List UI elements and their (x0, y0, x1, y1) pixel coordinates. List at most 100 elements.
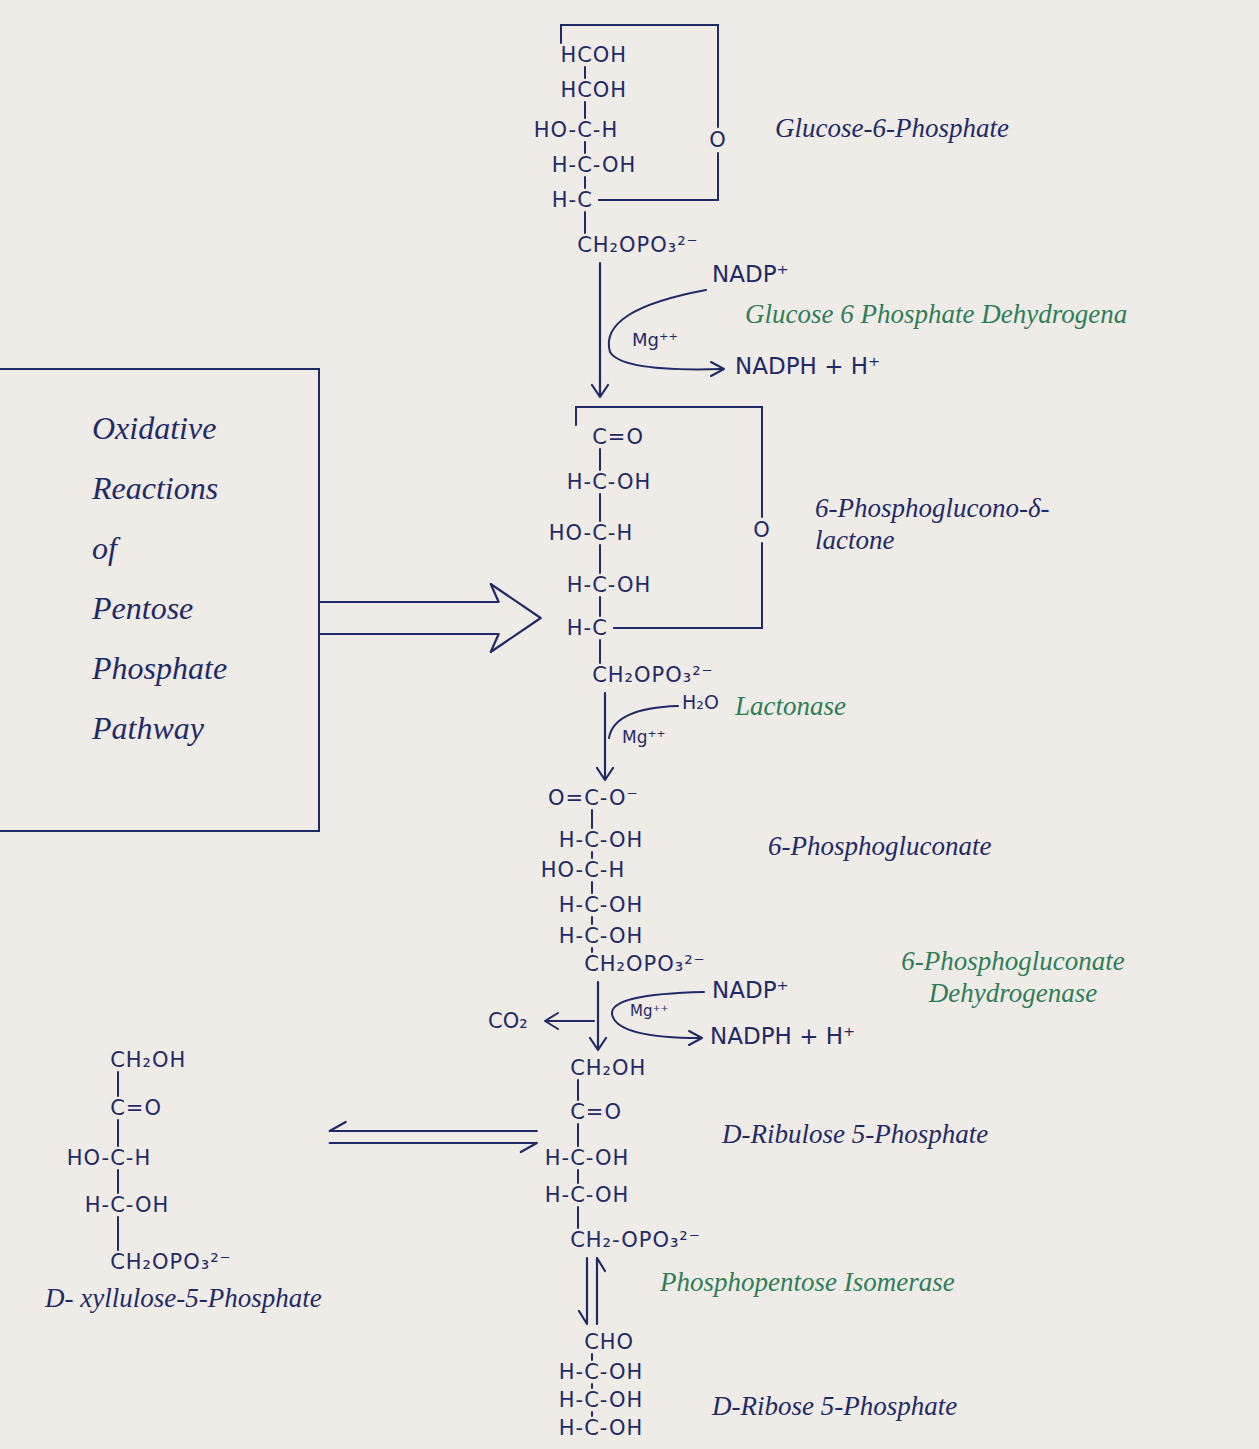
compound-name: D-Ribose 5-Phosphate (712, 1390, 957, 1422)
structure-row: C=O (110, 1098, 162, 1118)
structure-row: H-C-OH (567, 575, 652, 595)
cofactor-arrowhead (711, 362, 724, 376)
structure-row: O=C-O⁻ (548, 788, 639, 808)
cofactor-label: Mg⁺⁺ (632, 330, 678, 350)
single-bond (599, 640, 601, 663)
structure-row: HO-C-H (534, 120, 619, 140)
structure-row: H-C-OH (559, 1418, 644, 1438)
arrow-stroke (330, 1143, 537, 1152)
arrow-stroke (597, 693, 613, 780)
structure-row: HO-C-H (549, 523, 634, 543)
compound-node: C=O H-C-OH HO-C-H H-C-OH H-C CH₂OPO₃²⁻ O 6-Phos… (545, 401, 1109, 689)
single-bond (599, 597, 601, 616)
structure-row: CH₂OPO₃²⁻ (584, 954, 706, 974)
ring-oxygen: O (709, 130, 727, 150)
structure-row: HO-C-H (541, 860, 626, 880)
single-bond (584, 177, 586, 188)
cofactor-label: NADP⁺ (712, 262, 789, 287)
structure-row: HCOH (560, 45, 627, 65)
enzyme-label: Lactonase (735, 690, 846, 722)
structure-row: CH₂OPO₃²⁻ (110, 1252, 232, 1272)
compound-name: D-Ribulose 5-Phosphate (722, 1118, 988, 1150)
single-bond (117, 1072, 119, 1096)
single-bond (591, 852, 593, 858)
single-bond (599, 545, 601, 573)
structure-row: CH₂OH (110, 1050, 186, 1070)
single-bond (591, 1412, 593, 1416)
cofactor-arrowhead (689, 1031, 702, 1045)
compound-name: 6-Phosphogluconate (768, 830, 991, 862)
structure-row: CH₂OH (570, 1058, 646, 1078)
ring-oxygen: O (753, 520, 771, 540)
single-bond (599, 494, 601, 521)
arrow-stroke (592, 263, 608, 397)
single-bond (591, 1354, 593, 1360)
structure-row: H-C-OH (559, 1362, 644, 1382)
process-box: Oxidative Reactions of Pentose Phosphate… (0, 368, 320, 832)
cofactor-label: CO₂ (488, 1010, 528, 1033)
structure-row: CH₂OPO₃²⁻ (577, 235, 699, 255)
arrow-stroke (597, 1258, 605, 1324)
single-bond (584, 142, 586, 153)
structure-row: H-C-OH (559, 830, 644, 850)
compound-node: CH₂OH C=O HO-C-H H-C-OH CH₂OPO₃²⁻ D- xyllulos… (41, 1046, 326, 1318)
block-arrow (320, 584, 541, 652)
cofactor-label: NADPH + H⁺ (735, 354, 880, 379)
compound-name: 6-Phosphoglucono-δ-lactone (815, 492, 1105, 556)
structure-row: H-C-OH (545, 1185, 630, 1205)
arrow-stroke (330, 1122, 537, 1131)
structure-row: H-C-OH (559, 926, 644, 946)
structure-row: HCOH (560, 80, 627, 100)
single-bond (117, 1120, 119, 1146)
compound-node: HCOH HCOH HO-C-H H-C-OH H-C CH₂OPO₃²⁻ O Glucose… (530, 19, 1013, 259)
arrow-stroke (590, 982, 606, 1050)
reaction-arrow (330, 1122, 537, 1152)
structure-bonds (118, 25, 762, 1416)
arrow-stroke (320, 584, 541, 652)
single-bond (577, 1080, 579, 1100)
cofactor-label: NADPH + H⁺ (710, 1024, 855, 1049)
structure-row: H-C (552, 190, 593, 210)
reaction-arrow (592, 263, 608, 397)
co2-arrowhead (545, 1013, 558, 1029)
single-bond (591, 882, 593, 893)
compound-node: CHOH-C-OHH-C-OHH-C-OHD-Ribose 5-Phosphat… (555, 1328, 961, 1442)
structure-row: H-C-OH (559, 1390, 644, 1410)
compound-name: D- xyllulose-5-Phosphate (45, 1282, 322, 1314)
single-bond (577, 1170, 579, 1183)
structure-row: H-C-OH (567, 472, 652, 492)
structure-row: C=O (570, 1102, 622, 1122)
cofactor-label: Mg⁺⁺ (622, 728, 665, 747)
cofactor-label: Mg⁺⁺ (630, 1003, 668, 1020)
single-bond (591, 810, 593, 828)
compound-node: CH₂OHC=OH-C-OHH-C-OHCH₂-OPO₃²⁻D-Ribulose… (541, 1054, 992, 1254)
reaction-arrow (597, 693, 613, 780)
reaction-arrow (579, 1258, 605, 1324)
cofactor-curves (545, 290, 724, 1045)
cofactor-label: H₂O (682, 692, 719, 713)
single-bond (117, 1170, 119, 1193)
enzyme-label: Phosphopentose Isomerase (660, 1266, 955, 1298)
single-bond (584, 67, 586, 78)
single-bond (591, 1384, 593, 1388)
single-bond (599, 449, 601, 470)
single-bond (117, 1217, 119, 1250)
single-bond (584, 212, 586, 233)
arrow-stroke (579, 1258, 587, 1324)
structure-row: HO-C-H (67, 1148, 152, 1168)
structure-row: H-C (567, 618, 608, 638)
structure-row: C=O (592, 427, 644, 447)
structure-row: CH₂OPO₃²⁻ (592, 665, 714, 685)
co2-arrow (546, 1020, 594, 1022)
structure-row: H-C-OH (552, 155, 637, 175)
structure-row: H-C-OH (85, 1195, 170, 1215)
structure-row: H-C-OH (559, 895, 644, 915)
structure-row: H-C-OH (545, 1148, 630, 1168)
cofactor-curve (609, 290, 722, 369)
reaction-arrow (590, 982, 606, 1050)
cofactor-label: NADP⁺ (712, 978, 789, 1003)
enzyme-label: 6-Phosphogluconate Dehydrogenase (848, 945, 1178, 1009)
compound-name: Glucose-6-Phosphate (775, 112, 1009, 144)
single-bond (591, 948, 593, 952)
